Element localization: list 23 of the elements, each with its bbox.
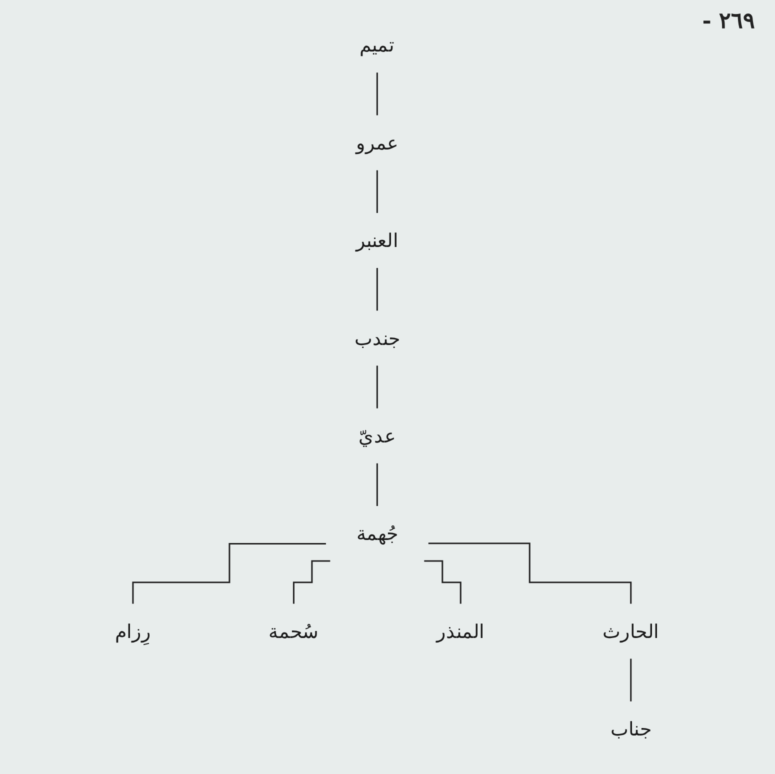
- connector: [132, 543, 326, 604]
- node-text: سُحمة: [268, 620, 320, 643]
- node-text: جُهمة: [356, 522, 398, 545]
- connector: [424, 560, 462, 604]
- family-tree: تميم عمرو العنبر جندب عديّ جُهمة الحارث المنذر سُحمة رِزام جناب: [77, 10, 698, 764]
- connector: [376, 72, 378, 116]
- node-text: الحارث: [602, 620, 660, 643]
- node-text: عمرو: [356, 131, 399, 154]
- connector: [428, 542, 632, 604]
- node-text: رِزام: [115, 620, 152, 643]
- connector: [376, 170, 378, 214]
- page-number: - ٢٦٩: [702, 8, 755, 34]
- connector: [376, 364, 378, 410]
- node-text: عديّ: [359, 424, 396, 448]
- node-text: المنذر: [436, 620, 486, 643]
- connector: [293, 560, 331, 604]
- node-text: جناب: [610, 718, 652, 740]
- connector: [630, 658, 632, 702]
- node-text: تميم: [360, 34, 396, 56]
- node-text: جندب: [354, 326, 400, 350]
- node-text: العنبر: [356, 229, 399, 252]
- connector: [376, 267, 378, 312]
- connector: [376, 462, 378, 507]
